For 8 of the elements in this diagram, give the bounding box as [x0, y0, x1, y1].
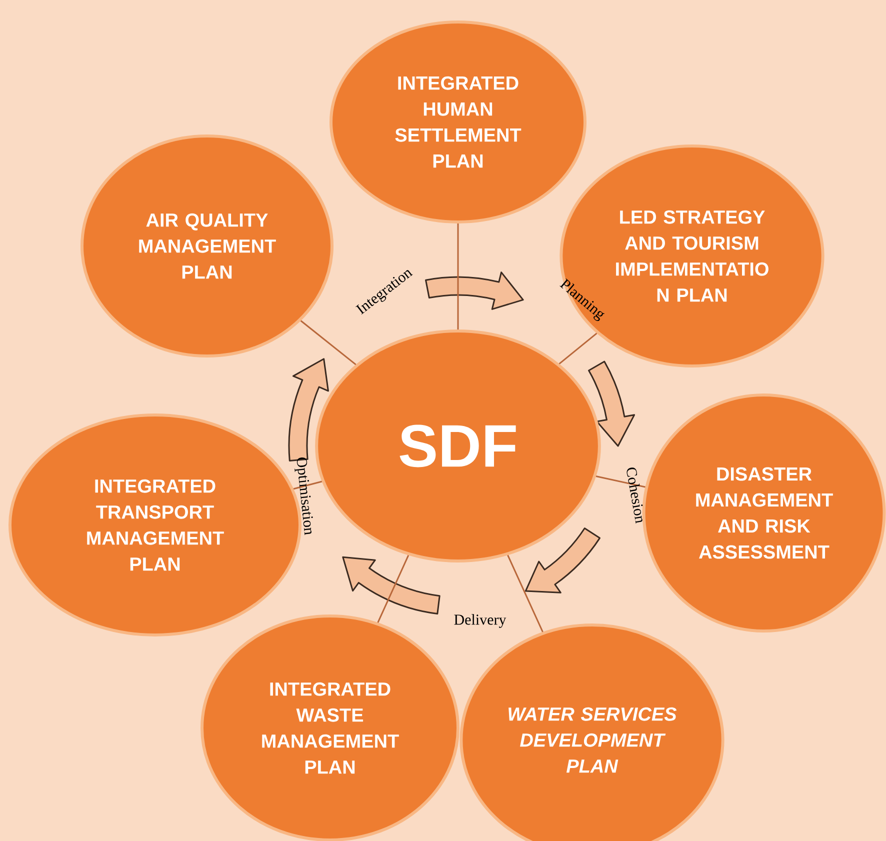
spoke-line	[596, 475, 646, 488]
cycle-label: Cohesion	[626, 468, 643, 524]
spoke-line	[507, 554, 544, 632]
spoke-line	[457, 224, 459, 330]
spoke-line	[377, 554, 410, 623]
spoke-line	[293, 480, 322, 490]
spoke-line	[558, 332, 598, 364]
spoke-line	[300, 320, 356, 366]
